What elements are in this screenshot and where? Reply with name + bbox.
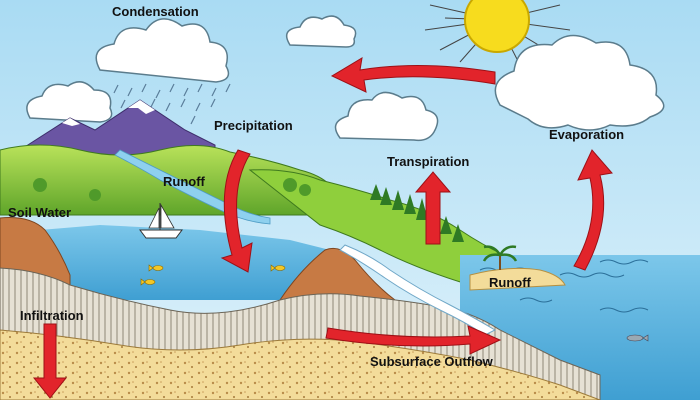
label-transpiration: Transpiration: [387, 154, 470, 169]
label-precipitation: Precipitation: [214, 118, 293, 133]
beach: [469, 267, 566, 291]
arrow-transpiration: [414, 171, 452, 245]
label-runoff-left: Runoff: [163, 174, 205, 189]
river: [114, 149, 271, 225]
palm-tree-icon: [482, 245, 518, 270]
sea-waves: [479, 259, 649, 313]
label-infiltration: Infiltration: [20, 308, 84, 323]
cycle-arrows: [32, 57, 613, 399]
fish-icon: [140, 264, 286, 286]
label-subsurface-outflow: Subsurface Outflow: [370, 354, 493, 369]
sea-fish-icon: [626, 334, 649, 342]
label-evaporation: Evaporation: [549, 127, 625, 142]
arrow-subsurface: [325, 325, 502, 355]
cloud-icon: [26, 15, 665, 142]
label-runoff-right: Runoff: [489, 275, 531, 290]
left-rock: [0, 217, 71, 286]
shoreline-surf: [339, 244, 497, 336]
arrow-evaporation: [573, 149, 613, 271]
lake: [0, 225, 330, 300]
arrow-precipitation: [220, 149, 253, 273]
forest: [33, 178, 464, 242]
label-soil-water: Soil Water: [8, 205, 72, 220]
arrow-condensation: [330, 57, 496, 93]
arrow-infiltration: [32, 323, 68, 399]
sand-layer: [0, 329, 601, 400]
label-condensation: Condensation: [112, 4, 199, 19]
sailboat-icon: [139, 203, 183, 239]
sun-icon: [424, 0, 571, 66]
